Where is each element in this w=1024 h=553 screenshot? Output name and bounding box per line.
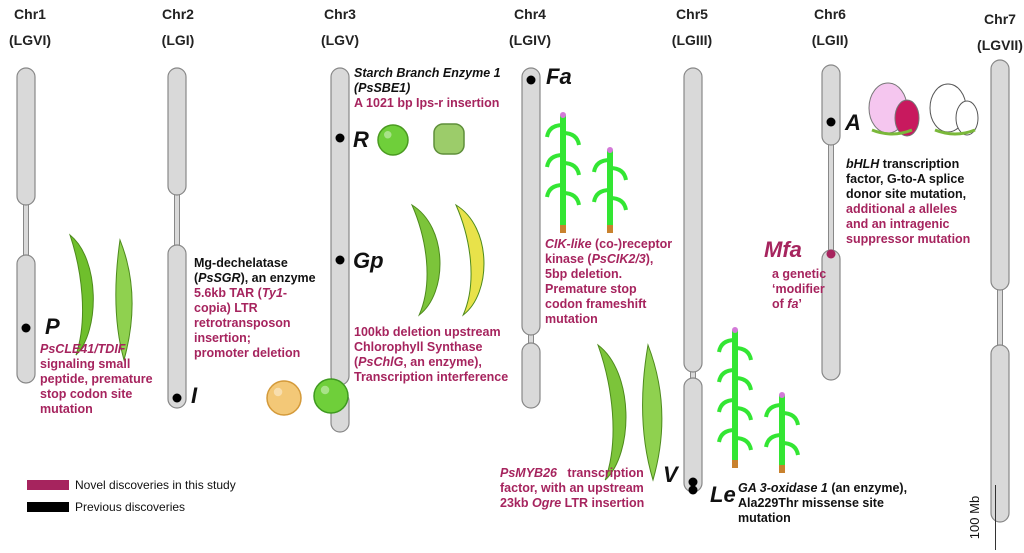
gene-symbol-a: A — [845, 110, 861, 135]
green-seed-icon — [313, 378, 349, 414]
locus-marker-icon — [172, 393, 182, 403]
flower-stem-icon — [871, 128, 976, 136]
constricted-pod-icon — [642, 343, 663, 482]
chr2-arm — [167, 244, 187, 409]
chr5-arm — [683, 67, 703, 373]
chr1-arm — [16, 254, 36, 384]
inflated-pod-icon — [115, 238, 133, 362]
tall-plant-icon-leaf — [717, 398, 753, 421]
purple-flower-wing-icon — [894, 99, 920, 137]
chr7-label: Chr7(LGVII) — [977, 11, 1023, 53]
gene-symbol-v: V — [663, 462, 678, 487]
locus-marker-icon — [826, 249, 836, 259]
fasciated-plant-icon-leaf — [592, 188, 628, 211]
fa-annotation: CIK-like (co-)receptor kinase (PsCIK2/3)… — [545, 237, 673, 326]
locus-marker-icon — [526, 75, 536, 85]
fasciated-plant-icon-leaf — [592, 158, 628, 181]
chr1-centromere — [23, 200, 29, 260]
v-annotation: PsMYB26 transcription factor, with an up… — [500, 466, 645, 510]
chr7-arm — [990, 344, 1010, 523]
r-annotation: Starch Branch Enzyme 1(PsSBE1)A 1021 bp … — [354, 66, 501, 110]
locus-marker-icon — [688, 485, 698, 495]
wrinkled-seed-icon — [433, 123, 465, 155]
locus-marker-icon — [335, 133, 345, 143]
fasciated-plant-icon-leaf — [545, 153, 581, 176]
chr2-centromere — [174, 190, 180, 250]
chr3-arm — [330, 67, 350, 386]
gene-symbol-r: R — [353, 127, 369, 152]
chr2-arm — [167, 67, 187, 196]
chr7-arm — [990, 59, 1010, 291]
chr6-centromere — [828, 140, 834, 255]
gene-symbol-mfa: Mfa — [764, 237, 802, 262]
dwarf-plant-icon-root — [779, 465, 785, 473]
chr3-label: Chr3(LGV) — [320, 6, 360, 48]
gene-symbol-p: P — [45, 314, 60, 339]
a-annotation: bHLH transcription factor, G-to-A splice… — [846, 157, 971, 246]
round-seed-icon-highlight — [384, 131, 392, 139]
chr2-label: Chr2(LGI) — [161, 6, 195, 48]
legend-previous-swatch — [27, 502, 69, 512]
chr1-arm — [16, 67, 36, 206]
locus-marker-icon — [335, 255, 345, 265]
legend-novel-label: Novel discoveries in this study — [75, 478, 236, 492]
tall-plant-icon-leaf — [717, 428, 753, 451]
chr4-arm — [521, 67, 541, 336]
chr6-label: Chr6(LGII) — [811, 6, 849, 48]
yellow-seed-icon-highlight — [273, 387, 283, 397]
scale-label: 100 Mb — [967, 495, 983, 540]
chr4-arm — [521, 342, 541, 409]
locus-marker-icon — [826, 117, 836, 127]
scale-bar — [995, 485, 996, 550]
dwarf-plant-icon-leaf — [764, 433, 800, 456]
fasciated-plant-icon-leaf — [545, 123, 581, 146]
green-seed-icon-highlight — [320, 385, 330, 395]
chr7-centromere — [997, 285, 1003, 350]
green-pod-icon — [410, 203, 441, 317]
chr4-label: Chr4(LGIV) — [509, 6, 551, 48]
legend-novel-swatch — [27, 480, 69, 490]
tall-plant-icon-flower — [732, 327, 738, 333]
locus-marker-icon — [688, 477, 698, 487]
chr5-arm — [683, 377, 703, 493]
locus-marker-icon — [21, 323, 31, 333]
fasciated-plant-icon-root — [607, 225, 613, 233]
chr1-label: Chr1(LGVI) — [9, 6, 51, 48]
mfa-annotation: a genetic‘modifier of fa’ — [772, 267, 827, 311]
gene-symbol-i: I — [191, 383, 198, 408]
dwarf-plant-icon-flower — [779, 392, 785, 398]
legend-previous-label: Previous discoveries — [75, 500, 186, 514]
fasciated-plant-icon-root — [560, 225, 566, 233]
i-annotation: Mg-dechelatase (PsSGR), an enzyme 5.6kb … — [194, 256, 316, 360]
round-seed-icon — [377, 124, 409, 156]
dwarf-plant-icon-leaf — [764, 403, 800, 426]
white-flower-wing-icon — [955, 100, 979, 136]
gene-symbol-fa: Fa — [546, 64, 572, 89]
le-annotation: GA 3-oxidase 1 (an enzyme),Ala229Thr mis… — [738, 481, 908, 525]
fasciated-plant-icon-flower — [560, 112, 566, 118]
fasciated-plant-icon-leaf — [545, 183, 581, 206]
gene-symbol-gp: Gp — [353, 248, 384, 273]
gene-symbol-le: Le — [710, 482, 736, 507]
yellow-pod-icon — [454, 203, 485, 317]
tall-plant-icon-leaf — [717, 338, 753, 361]
smooth-pod-icon — [68, 233, 94, 356]
yellow-seed-icon — [266, 380, 302, 416]
fasciated-plant-icon-flower — [607, 147, 613, 153]
chr6-arm — [821, 64, 841, 146]
tall-plant-icon-root — [732, 460, 738, 468]
pod-icon — [596, 343, 627, 481]
chr5-label: Chr5(LGIII) — [671, 6, 713, 48]
tall-plant-icon-leaf — [717, 368, 753, 391]
